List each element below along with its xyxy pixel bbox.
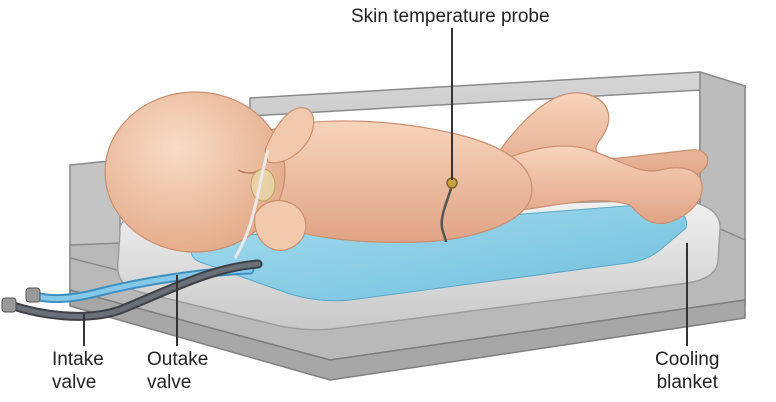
intake-valve-label: Intake valve bbox=[52, 348, 104, 394]
outake-leader-line bbox=[176, 275, 178, 346]
infant-arm-lower bbox=[255, 200, 306, 250]
probe-label: Skin temperature probe bbox=[351, 5, 550, 28]
probe-leader-line bbox=[451, 28, 453, 180]
outake-valve-label: Outake valve bbox=[147, 348, 208, 394]
intake-leader-line bbox=[83, 314, 85, 346]
blanket-leader-line bbox=[686, 243, 688, 346]
cooling-blanket-label: Cooling blanket bbox=[655, 348, 719, 394]
intake-connector bbox=[2, 298, 16, 312]
outake-connector bbox=[26, 288, 40, 302]
